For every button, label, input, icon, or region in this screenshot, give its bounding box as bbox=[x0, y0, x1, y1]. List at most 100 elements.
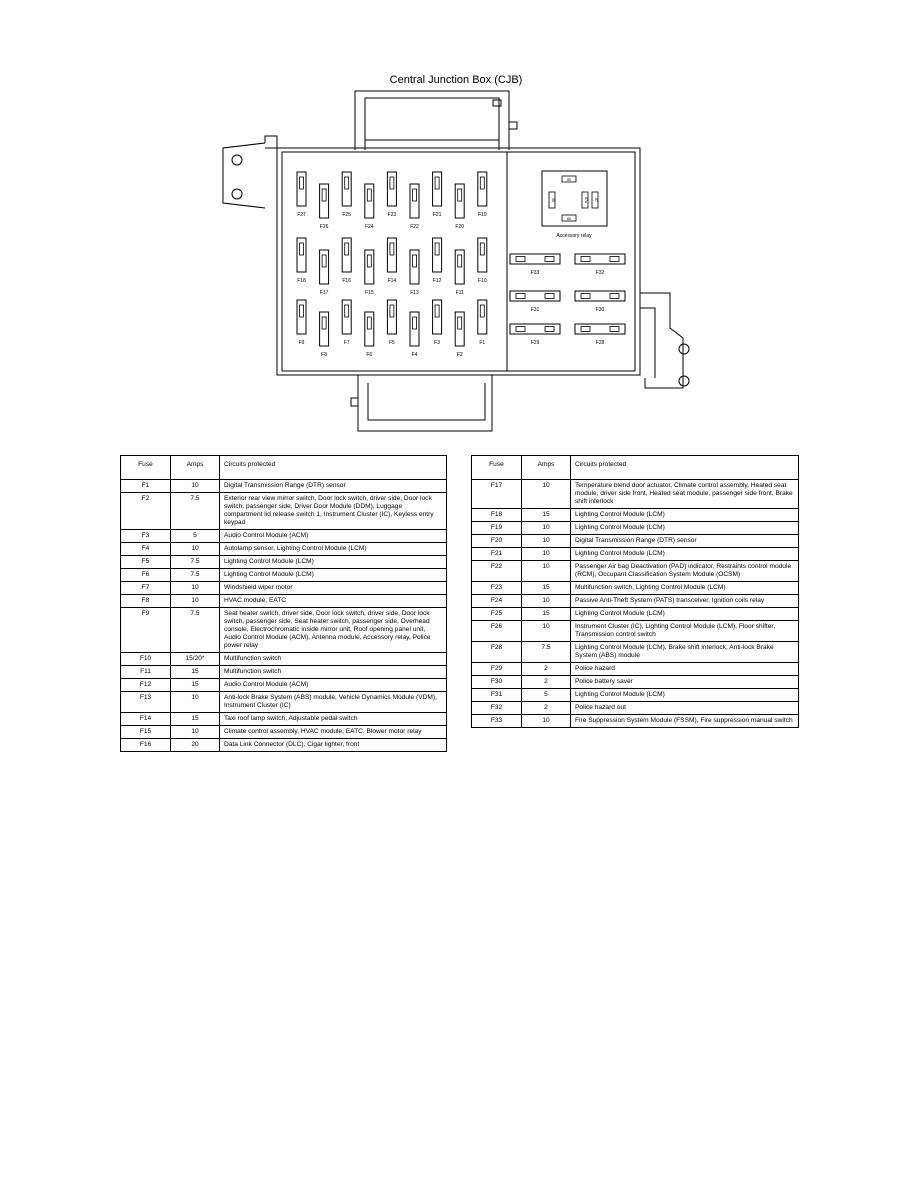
circuits-cell: Windshield wiper motor bbox=[219, 581, 447, 595]
fuse-cell: F26 bbox=[471, 620, 522, 642]
amps-cell: 15 bbox=[170, 712, 220, 726]
fuse-label: F4 bbox=[412, 352, 418, 358]
circuits-cell: Lighting Control Module (LCM) bbox=[570, 688, 799, 702]
circuits-cell: Temperature blend door actuator, Climate… bbox=[570, 479, 799, 509]
fuse-cell: F16 bbox=[120, 738, 171, 752]
fuse-cell: F20 bbox=[471, 534, 522, 548]
fuse-f16: F16 bbox=[341, 237, 352, 284]
fuse-label: F20 bbox=[455, 224, 464, 230]
fuse-cell: F29 bbox=[471, 662, 522, 676]
fuse-label: F23 bbox=[388, 212, 397, 218]
fuse-f3: F3 bbox=[432, 299, 443, 346]
amps-cell: 10 bbox=[521, 594, 571, 608]
fuse-cell: F9 bbox=[120, 607, 171, 653]
fuse-f24: F24 bbox=[364, 183, 375, 230]
fuse-f4: F4 bbox=[409, 311, 420, 358]
relay-pin-label: 86 bbox=[567, 217, 571, 221]
fuse-cell: F11 bbox=[120, 665, 171, 679]
circuits-cell: Anti-lock Brake System (ABS) module, Veh… bbox=[219, 691, 447, 713]
header-fuse: Fuse bbox=[471, 455, 522, 480]
maxi-fuse-label: F28 bbox=[596, 340, 605, 346]
relay-pin-label: 30 bbox=[551, 198, 555, 202]
maxi-fuse-label: F33 bbox=[531, 270, 540, 276]
fuse-cell: F22 bbox=[471, 560, 522, 582]
amps-cell: 10 bbox=[170, 725, 220, 739]
amps-cell: 10 bbox=[521, 620, 571, 642]
accessory-relay-box bbox=[541, 170, 608, 227]
fuse-label: F12 bbox=[433, 278, 442, 284]
amps-cell: 10 bbox=[521, 560, 571, 582]
amps-cell: 10 bbox=[521, 479, 571, 509]
circuits-cell: Seat heater switch, driver side, Door lo… bbox=[219, 607, 447, 653]
circuits-cell: Lighting Control Module (LCM) bbox=[570, 607, 799, 621]
top-connector bbox=[354, 90, 510, 150]
fuse-f1: F1 bbox=[477, 299, 488, 346]
amps-cell: 5 bbox=[170, 529, 220, 543]
fuse-cell: F1 bbox=[120, 479, 171, 493]
fuse-cell: F33 bbox=[471, 714, 522, 728]
left-mount-tab bbox=[222, 142, 266, 209]
fuse-cell: F25 bbox=[471, 607, 522, 621]
amps-cell: 15 bbox=[521, 508, 571, 522]
header-amps: Amps bbox=[521, 455, 571, 480]
header-circuits: Circuits protected bbox=[219, 455, 447, 480]
fuse-f10: F10 bbox=[477, 237, 488, 284]
amps-cell: 10 bbox=[170, 542, 220, 556]
circuits-cell: Audio Control Module (ACM) bbox=[219, 678, 447, 692]
circuits-cell: Instrument Cluster (IC), Lighting Contro… bbox=[570, 620, 799, 642]
fuse-cell: F15 bbox=[120, 725, 171, 739]
amps-cell: 7.5 bbox=[170, 492, 220, 530]
circuits-cell: Multifunction switch bbox=[219, 652, 447, 666]
fuse-f8: F8 bbox=[319, 311, 330, 358]
fuse-cell: F4 bbox=[120, 542, 171, 556]
right-mount-tab bbox=[640, 292, 684, 389]
fuse-label: F5 bbox=[389, 340, 395, 346]
circuits-cell: Lighting Control Module (LCM) bbox=[570, 521, 799, 535]
fuse-f5: F5 bbox=[386, 299, 397, 346]
fuse-cell: F3 bbox=[120, 529, 171, 543]
fuse-label: F21 bbox=[433, 212, 442, 218]
maxi-fuse-f32: F32 bbox=[574, 253, 626, 276]
fuse-f19: F19 bbox=[477, 171, 488, 218]
fuse-label: F18 bbox=[297, 278, 306, 284]
relay-pin: 87 bbox=[591, 191, 599, 209]
header-fuse: Fuse bbox=[120, 455, 171, 480]
circuits-cell: Lighting Control Module (LCM) bbox=[570, 547, 799, 561]
fuse-cell: F19 bbox=[471, 521, 522, 535]
fuse-f27: F27 bbox=[296, 171, 307, 218]
amps-cell: 2 bbox=[521, 662, 571, 676]
amps-cell: 10 bbox=[170, 594, 220, 608]
fuse-label: F16 bbox=[342, 278, 351, 284]
amps-cell: 7.5 bbox=[170, 568, 220, 582]
circuits-cell: Multifunction switch, Lighting Control M… bbox=[570, 581, 799, 595]
fuse-label: F22 bbox=[410, 224, 419, 230]
fuse-f20: F20 bbox=[454, 183, 465, 230]
relay-pin-label: 87 bbox=[594, 198, 598, 202]
fuse-f15: F15 bbox=[364, 249, 375, 296]
header-amps: Amps bbox=[170, 455, 220, 480]
circuits-cell: Lighting Control Module (LCM) bbox=[219, 568, 447, 582]
amps-cell: 7.5 bbox=[170, 607, 220, 653]
